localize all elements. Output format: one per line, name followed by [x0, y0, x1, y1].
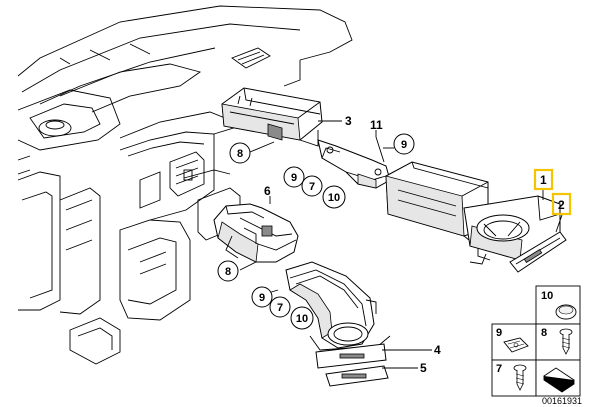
svg-text:7: 7 — [309, 181, 315, 193]
svg-text:10: 10 — [328, 192, 340, 204]
svg-text:7: 7 — [496, 363, 502, 375]
upper-duct-part — [221, 87, 323, 147]
svg-text:8: 8 — [237, 148, 243, 160]
svg-text:8: 8 — [541, 327, 547, 339]
svg-text:10: 10 — [541, 290, 553, 302]
highlight-box-1 — [533, 168, 554, 191]
circled-ref-7-lower: 7 — [269, 296, 291, 318]
svg-text:9: 9 — [401, 139, 407, 151]
spring-nut-icon — [503, 337, 529, 353]
callout-1-highlight[interactable]: 1 — [533, 168, 554, 191]
svg-text:9: 9 — [259, 292, 265, 304]
callout-3: 3 — [345, 114, 352, 128]
trim-panel-part — [509, 231, 567, 273]
highlight-box-2 — [551, 192, 572, 216]
circled-ref-7-upper: 7 — [301, 175, 323, 197]
svg-text:9: 9 — [291, 172, 297, 184]
circled-ref-8-upper: 8 — [229, 142, 251, 164]
bracket-part — [317, 139, 391, 189]
svg-text:8: 8 — [225, 266, 231, 278]
callout-6: 6 — [264, 184, 271, 198]
callout-4: 4 — [434, 343, 441, 357]
callout-2: 2 — [558, 198, 565, 212]
drawing-number: 00161931 — [542, 396, 582, 406]
storage-tray-housing — [385, 161, 561, 265]
circled-ref-10-lower: 10 — [290, 306, 314, 330]
circled-ref-10-upper: 10 — [322, 185, 346, 209]
circled-ref-9-upper: 9 — [283, 166, 305, 188]
small-parts-legend: 10 9 8 7 — [491, 285, 581, 397]
callout-2-highlight[interactable]: 2 — [551, 192, 572, 216]
lower-duct-part — [213, 203, 299, 263]
svg-text:9: 9 — [496, 327, 502, 339]
leader-lines — [239, 120, 563, 369]
curved-duct-part — [285, 261, 391, 369]
round-clip-icon — [555, 304, 577, 320]
svg-text:10: 10 — [296, 313, 308, 325]
callout-1: 1 — [540, 173, 547, 187]
screw-icon — [559, 328, 573, 355]
callout-5: 5 — [420, 361, 427, 375]
svg-text:7: 7 — [277, 302, 283, 314]
circled-ref-9-bracket: 9 — [393, 133, 415, 155]
circled-ref-8-lower: 8 — [217, 260, 239, 282]
rubber-strip-icon — [543, 367, 575, 393]
screw-icon — [513, 364, 527, 391]
callout-11: 11 — [370, 118, 383, 132]
trim-strip-part — [325, 365, 389, 387]
circled-ref-9-lower: 9 — [251, 286, 273, 308]
